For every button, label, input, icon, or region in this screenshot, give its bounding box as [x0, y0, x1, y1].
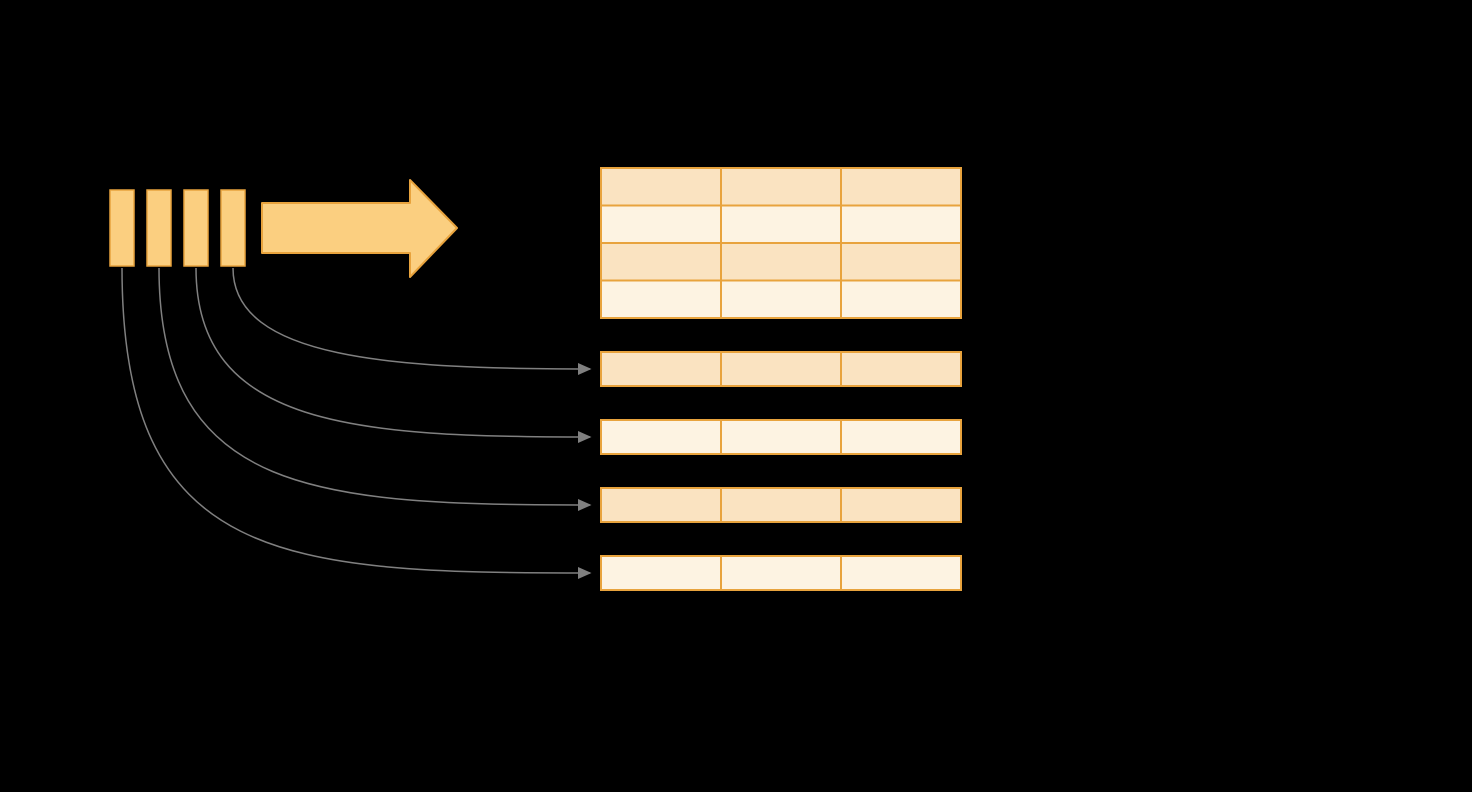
- connector-arrow: [121, 267, 592, 579]
- row-table-cell: [840, 555, 962, 591]
- stream-stripe: [146, 189, 172, 267]
- batch-table-cell: [600, 167, 722, 207]
- batch-table-cell: [600, 279, 722, 319]
- connector-arrow: [232, 267, 592, 375]
- flow-arrow-icon: [261, 179, 458, 278]
- row-table-cell: [720, 487, 842, 523]
- row-table-cell: [840, 351, 962, 387]
- row-table-cell: [600, 555, 722, 591]
- batch-table-cell: [840, 242, 962, 282]
- row-table-cell: [720, 555, 842, 591]
- batch-table-cell: [720, 204, 842, 244]
- row-table-cell: [600, 351, 722, 387]
- stream-stripe: [109, 189, 135, 267]
- row-table-cell: [840, 419, 962, 455]
- row-table-cell: [840, 487, 962, 523]
- batch-table-cell: [600, 242, 722, 282]
- batch-table: [600, 167, 962, 319]
- connector-arrow: [195, 267, 592, 443]
- row-table: [600, 487, 962, 523]
- stream-stripe: [183, 189, 209, 267]
- row-table-cell: [600, 419, 722, 455]
- batch-table-cell: [840, 167, 962, 207]
- batch-table-cell: [840, 204, 962, 244]
- stream-stripe: [220, 189, 246, 267]
- row-table: [600, 419, 962, 455]
- row-table: [600, 555, 962, 591]
- batch-table-cell: [600, 204, 722, 244]
- batch-table-cell: [720, 242, 842, 282]
- batch-table-cell: [840, 279, 962, 319]
- batch-table-cell: [720, 279, 842, 319]
- batch-table-cell: [720, 167, 842, 207]
- row-table-cell: [600, 487, 722, 523]
- row-table: [600, 351, 962, 387]
- connector-arrow: [158, 267, 592, 511]
- row-table-cell: [720, 419, 842, 455]
- row-table-cell: [720, 351, 842, 387]
